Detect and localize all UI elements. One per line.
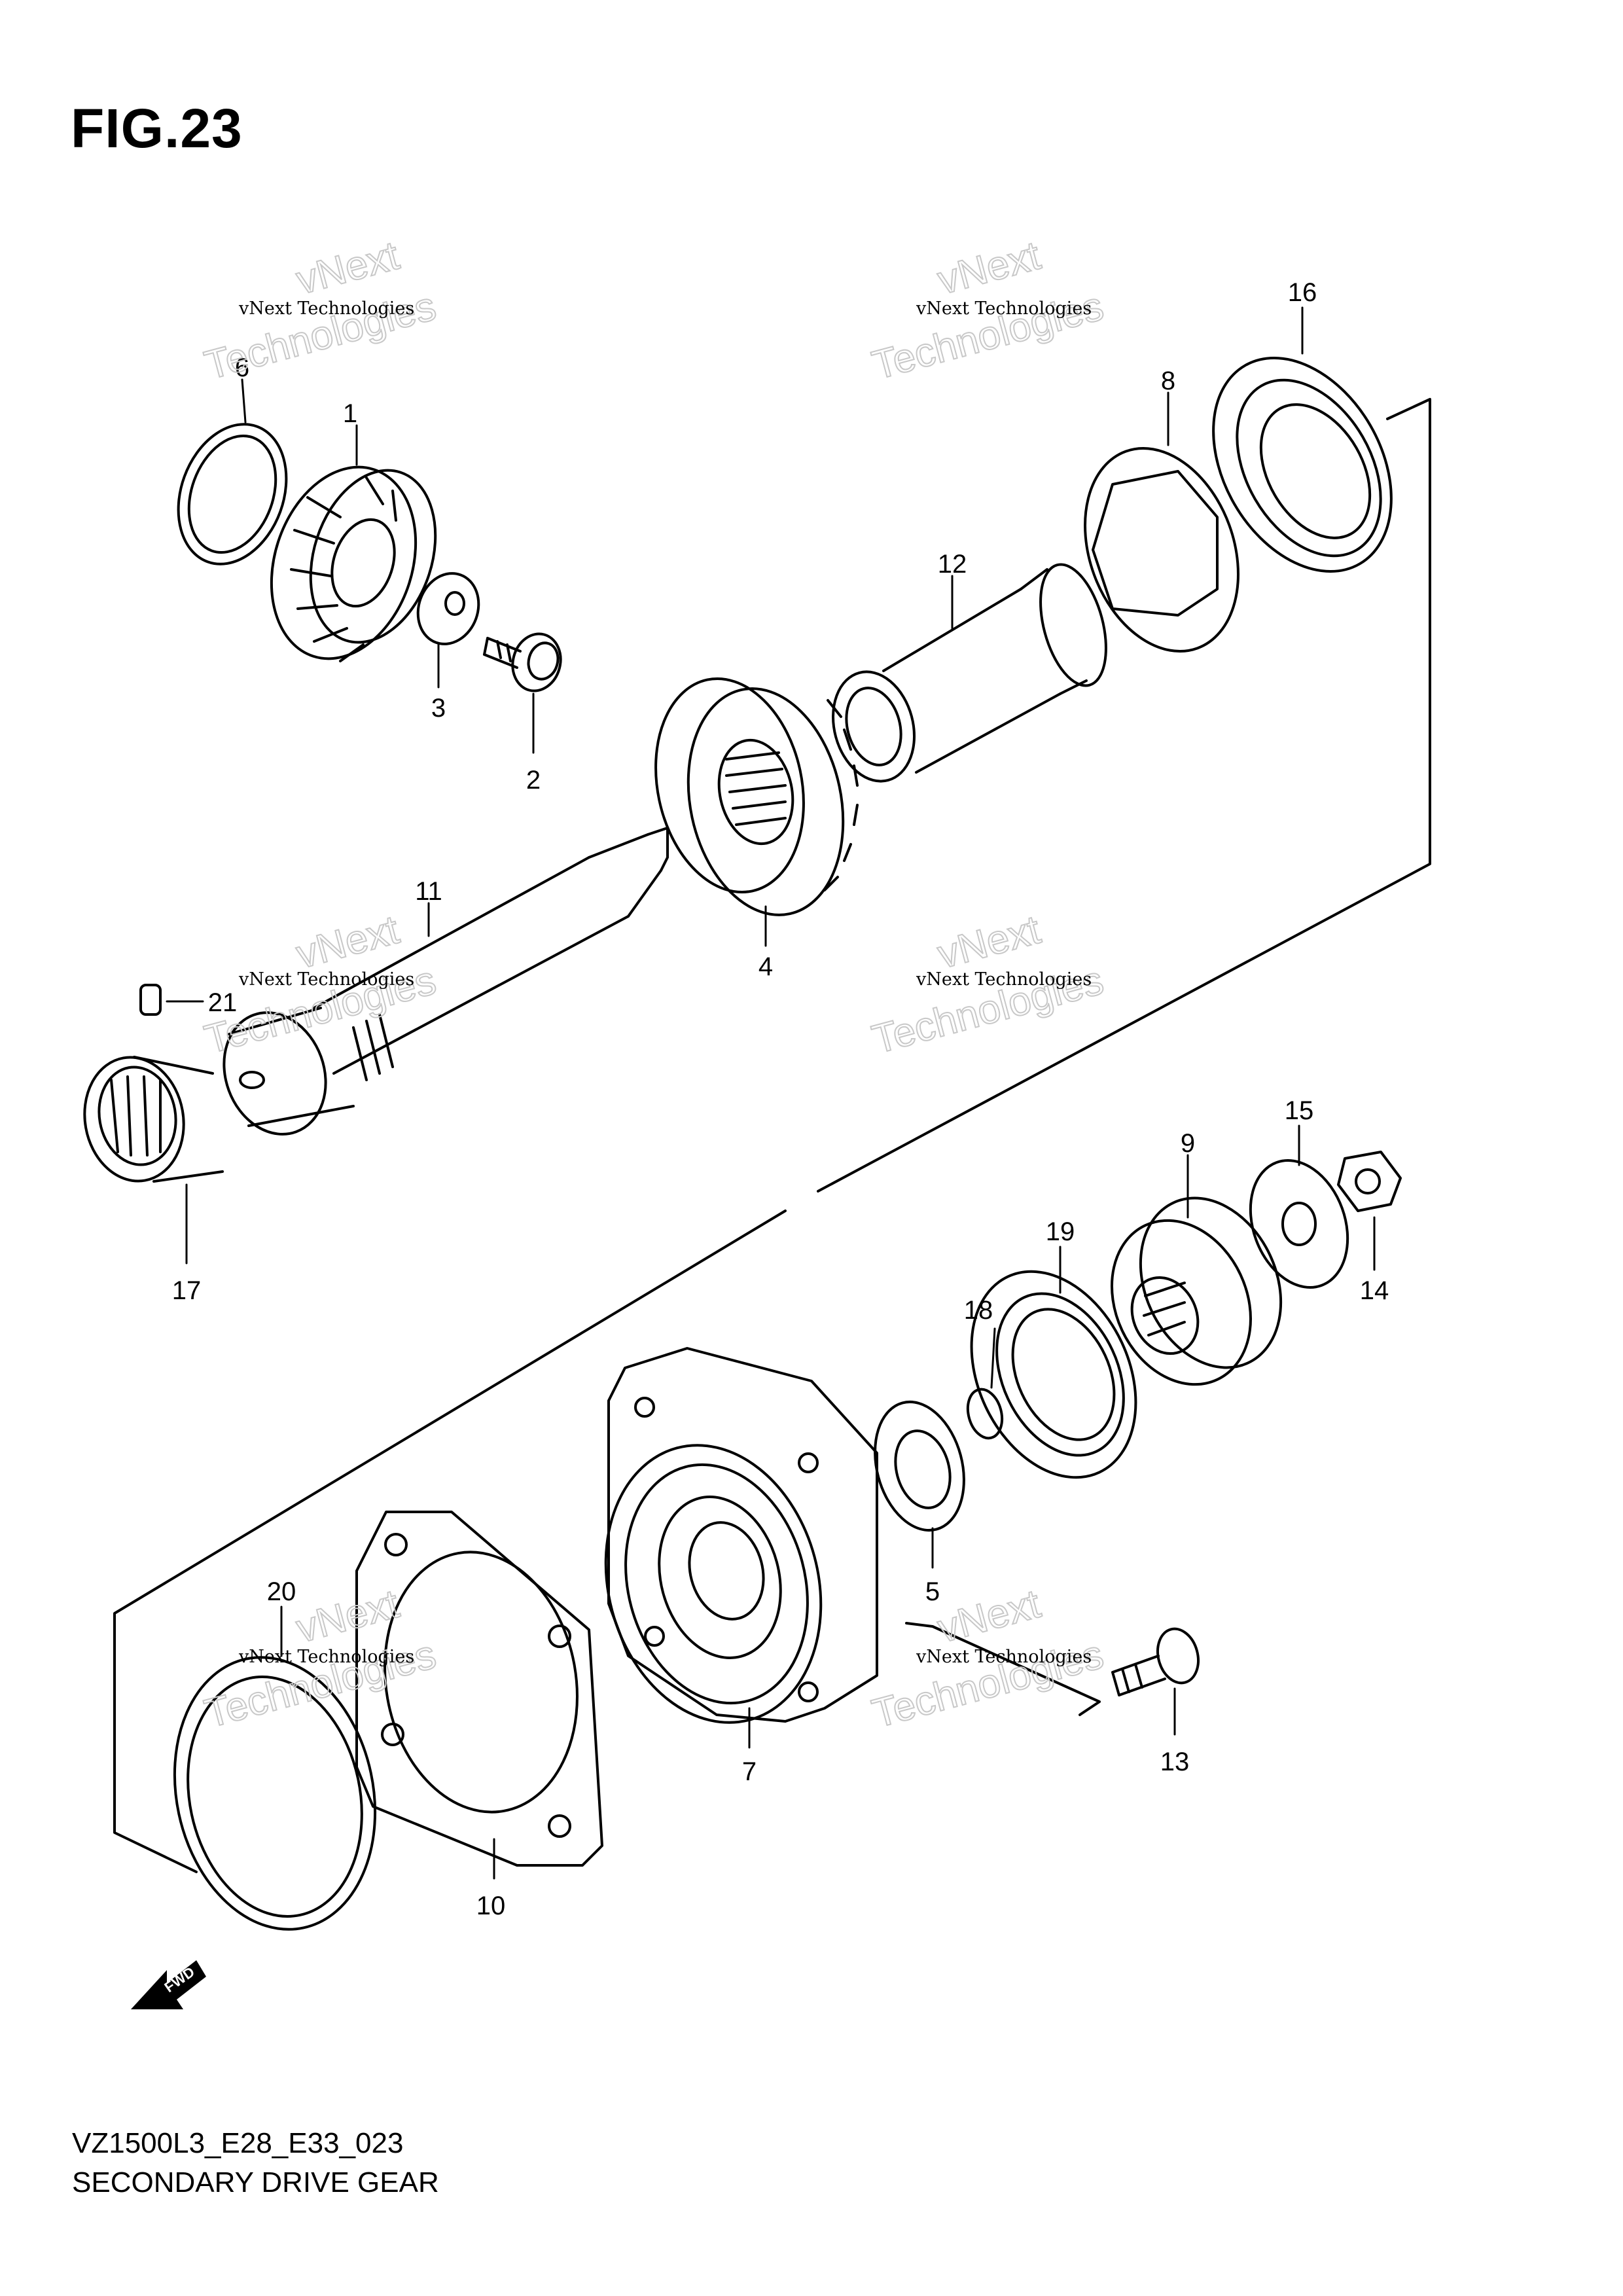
part-7-housing — [604, 1347, 878, 1724]
bolt-leader-bracket — [905, 1622, 1101, 1716]
watermark: vNext Technologies vNext Technologies — [867, 906, 1109, 1064]
callout-11: 11 — [415, 877, 442, 906]
part-4-bevel-gear — [654, 677, 859, 916]
callout-19: 19 — [1046, 1217, 1075, 1246]
watermark: vNext Technologies vNext Technologies — [867, 1581, 1109, 1738]
part-13-bolt — [1111, 1627, 1200, 1696]
part-15-washer — [1249, 1159, 1349, 1289]
svg-text:vNext Technologies: vNext Technologies — [238, 298, 414, 319]
callout-labels: 1 2 3 4 5 6 7 8 9 10 11 12 13 14 15 16 1… — [172, 278, 1389, 1920]
svg-text:vNext: vNext — [933, 907, 1045, 978]
callout-10: 10 — [476, 1892, 506, 1920]
part-19-bearing — [970, 1270, 1137, 1479]
svg-text:vNext: vNext — [933, 1581, 1045, 1652]
model-code: VZ1500L3_E28_E33_023 — [72, 2127, 404, 2159]
part-17-needle-bearing — [83, 1056, 224, 1183]
callout-7: 7 — [742, 1757, 757, 1786]
callout-9: 9 — [1181, 1129, 1195, 1158]
callout-18: 18 — [964, 1296, 993, 1325]
part-11-shaft — [223, 827, 669, 1136]
figure-title: FIG.23 — [71, 98, 243, 159]
svg-text:vNext Technologies: vNext Technologies — [916, 298, 1092, 319]
part-5-spacer — [874, 1400, 965, 1532]
watermark-group: vNext Technologies vNext Technologies vN… — [200, 232, 1109, 1738]
callout-17: 17 — [172, 1276, 202, 1305]
leader-lines — [166, 306, 1376, 1880]
part-9-flange — [1111, 1196, 1283, 1386]
part-16-oil-seal — [1212, 357, 1393, 573]
callout-5: 5 — [925, 1577, 940, 1606]
part-12-sleeve — [832, 563, 1107, 783]
svg-text:vNext Technologies: vNext Technologies — [916, 1647, 1092, 1667]
part-21-dowel-pin — [139, 984, 162, 1016]
part-3-washer — [416, 572, 480, 645]
svg-text:vNext Technologies: vNext Technologies — [238, 969, 414, 990]
callout-13: 13 — [1160, 1748, 1190, 1776]
part-14-nut — [1337, 1151, 1402, 1212]
assembly-name: SECONDARY DRIVE GEAR — [72, 2166, 439, 2198]
svg-text:vNext Technologies: vNext Technologies — [916, 969, 1092, 990]
part-10-gasket — [355, 1511, 603, 1867]
svg-text:vNext Technologies: vNext Technologies — [238, 1647, 414, 1667]
callout-6: 6 — [235, 353, 249, 382]
callout-12: 12 — [938, 550, 967, 579]
callout-15: 15 — [1285, 1096, 1314, 1125]
part-20-o-ring — [173, 1656, 377, 1931]
part-6-o-ring — [177, 423, 288, 565]
callout-3: 3 — [431, 694, 446, 723]
part-18-circlip — [966, 1388, 1004, 1440]
svg-text:vNext: vNext — [933, 233, 1045, 304]
callout-14: 14 — [1360, 1276, 1389, 1305]
callout-16: 16 — [1288, 278, 1317, 307]
part-1-bevel-gear — [270, 465, 437, 662]
fwd-arrow-icon: FWD — [131, 1960, 206, 2009]
svg-text:vNext: vNext — [292, 233, 404, 304]
callout-1: 1 — [343, 399, 357, 428]
part-2-bolt — [483, 632, 562, 692]
watermark: vNext Technologies vNext Technologies — [200, 1581, 441, 1738]
callout-4: 4 — [758, 952, 773, 981]
watermark: vNext Technologies vNext Technologies — [200, 232, 441, 389]
watermark: vNext Technologies vNext Technologies — [200, 906, 441, 1064]
assembly-frame-lines — [113, 398, 1431, 1873]
watermark: vNext Technologies vNext Technologies — [867, 232, 1109, 389]
callout-8: 8 — [1161, 367, 1175, 395]
part-8-nut — [1084, 447, 1240, 653]
callout-2: 2 — [526, 766, 541, 795]
callout-20: 20 — [267, 1577, 296, 1606]
callout-21: 21 — [208, 988, 238, 1017]
